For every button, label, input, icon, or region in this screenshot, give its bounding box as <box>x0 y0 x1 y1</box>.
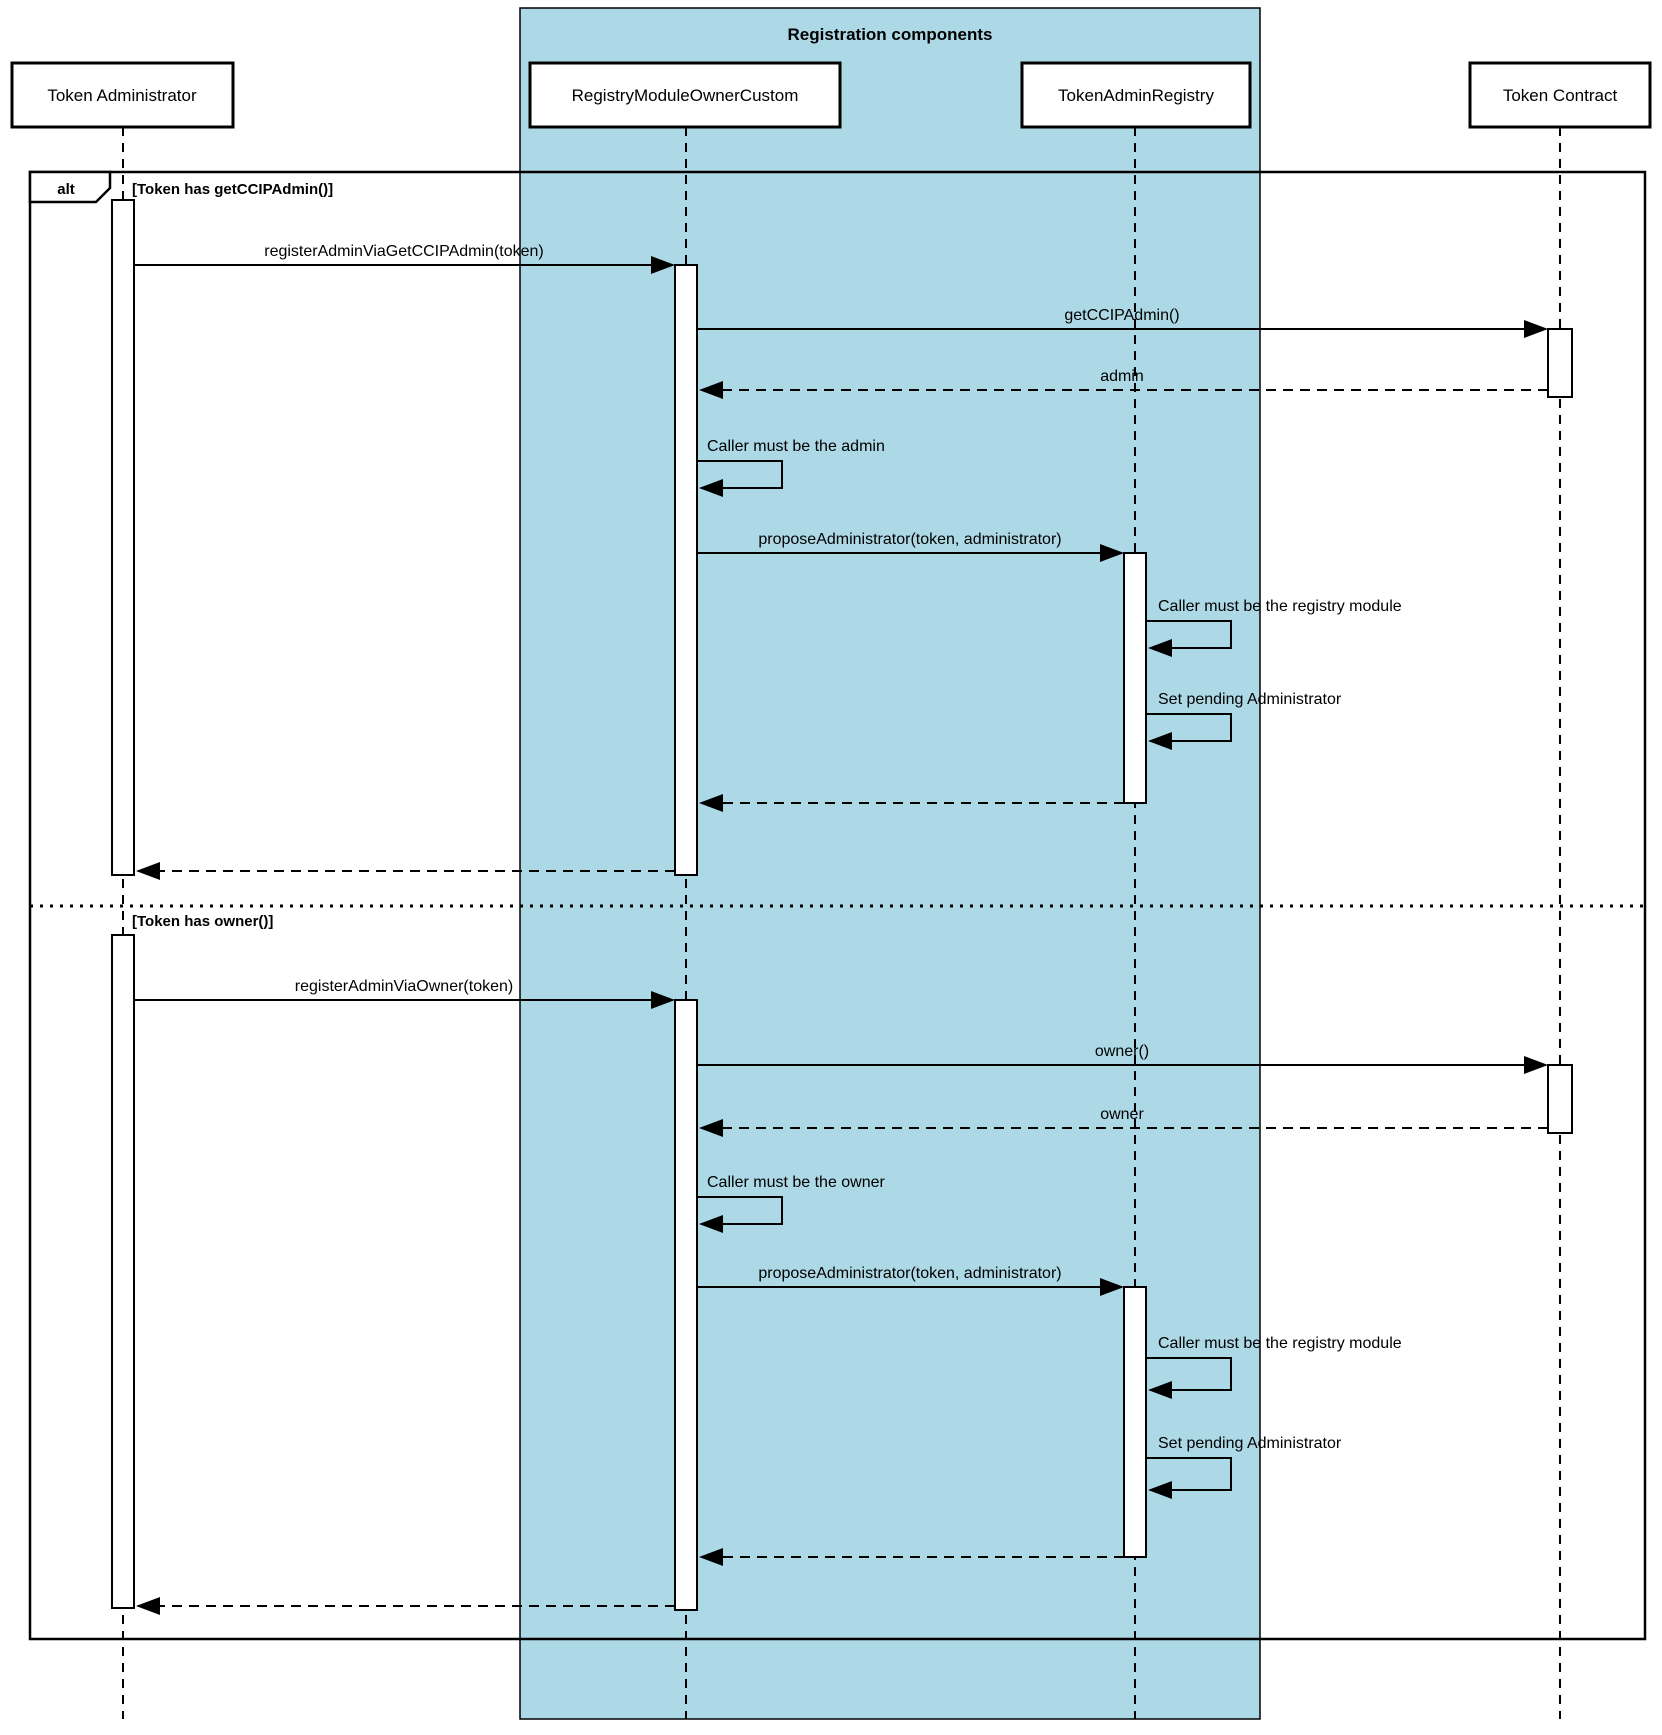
msg-caller-must-be-owner-label: Caller must be the owner <box>707 1174 886 1191</box>
msg-caller-must-be-owner-loop <box>697 1196 783 1233</box>
msg-register-admin-via-owner-label: registerAdminViaOwner(token) <box>295 978 513 995</box>
participant-label: Token Contract <box>1503 86 1618 105</box>
activation-registry-module-2 <box>674 999 698 1611</box>
activation-token-admin-registry-1 <box>1123 552 1147 804</box>
msg-propose-administrator-2-label: proposeAdministrator(token, administrato… <box>758 1265 1061 1282</box>
participant-label: Token Administrator <box>47 86 197 105</box>
msg-set-pending-administrator-1-loop <box>1146 713 1232 750</box>
msg-owner-return-label: owner <box>1100 1106 1144 1123</box>
alt-operator-label: alt <box>57 181 75 198</box>
msg-set-pending-administrator-2-label: Set pending Administrator <box>1158 1435 1342 1452</box>
activation-token-contract-1 <box>1547 328 1573 398</box>
activation-token-contract-2 <box>1547 1064 1573 1134</box>
msg-set-pending-administrator-2-loop <box>1146 1457 1232 1499</box>
msg-caller-must-be-registry-2-loop <box>1146 1357 1232 1399</box>
msg-caller-must-be-registry-1-label: Caller must be the registry module <box>1158 598 1402 615</box>
msg-caller-must-be-registry-2-label: Caller must be the registry module <box>1158 1335 1402 1352</box>
group-title: Registration components <box>788 25 993 44</box>
msg-caller-must-be-admin-loop <box>697 460 783 497</box>
participant-label: RegistryModuleOwnerCustom <box>572 86 799 105</box>
alt-guard-getccipadmin: [Token has getCCIPAdmin()] <box>132 181 333 198</box>
alt-guard-owner: [Token has owner()] <box>132 913 273 930</box>
msg-register-admin-via-getccipadmin-label: registerAdminViaGetCCIPAdmin(token) <box>264 243 544 260</box>
alt-operator-pentagon <box>28 170 112 204</box>
participant-label: TokenAdminRegistry <box>1058 86 1214 105</box>
activation-registry-module-1 <box>674 264 698 876</box>
section-1-messages: registerAdminViaGetCCIPAdmin(token) getC… <box>134 243 1548 880</box>
participant-box <box>1020 61 1252 129</box>
activation-token-administrator-2 <box>111 934 135 1609</box>
msg-caller-must-be-admin-label: Caller must be the admin <box>707 438 885 455</box>
msg-owner-call-label: owner() <box>1095 1043 1149 1060</box>
msg-admin-return-label: admin <box>1100 368 1144 385</box>
participant-box <box>1468 61 1652 129</box>
participant-token-administrator: Token Administrator <box>10 61 235 129</box>
activation-token-admin-registry-2 <box>1123 1286 1147 1558</box>
participant-box <box>10 61 235 129</box>
msg-caller-must-be-registry-1-loop <box>1146 620 1232 657</box>
msg-set-pending-administrator-1-label: Set pending Administrator <box>1158 691 1342 708</box>
section-2-messages: registerAdminViaOwner(token) owner() own… <box>134 978 1548 1615</box>
activation-token-administrator-1 <box>111 199 135 876</box>
participant-registry-module-owner-custom: RegistryModuleOwnerCustom <box>528 61 842 129</box>
participant-box <box>528 61 842 129</box>
msg-getccipadmin-label: getCCIPAdmin() <box>1064 307 1179 324</box>
participant-token-admin-registry: TokenAdminRegistry <box>1020 61 1252 129</box>
msg-propose-administrator-1-label: proposeAdministrator(token, administrato… <box>758 531 1061 548</box>
participant-token-contract: Token Contract <box>1468 61 1652 129</box>
